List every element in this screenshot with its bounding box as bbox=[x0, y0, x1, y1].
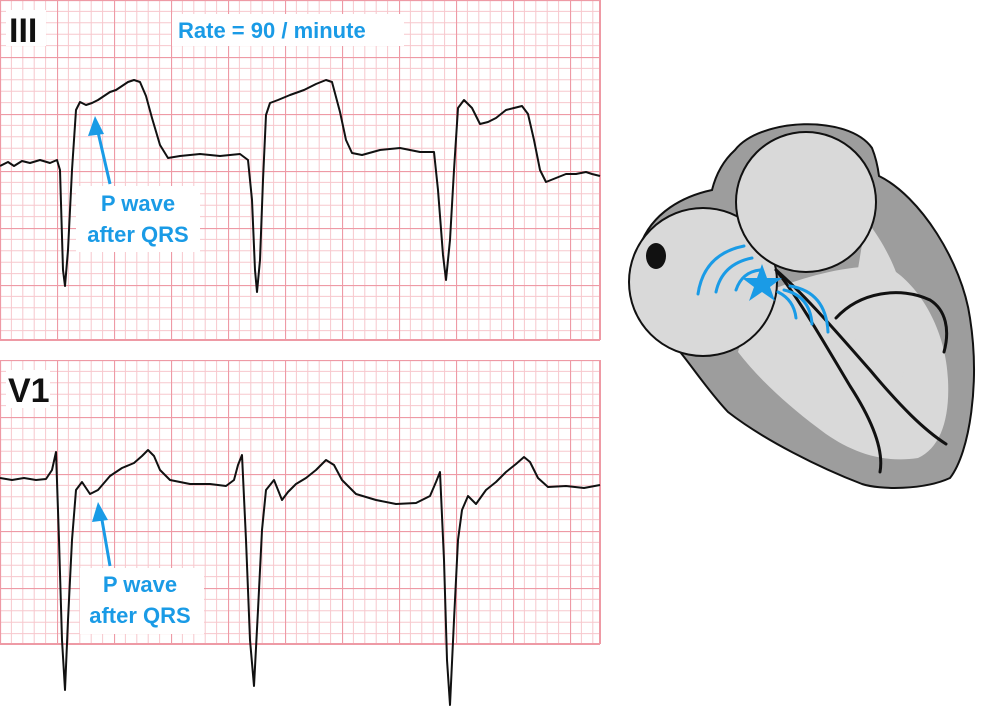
heart-atrium-round bbox=[628, 207, 778, 357]
heart-atrium-upper bbox=[735, 131, 877, 273]
ecg-trace-lead-iii bbox=[0, 79, 601, 293]
pacemaker-lead-icon bbox=[774, 268, 949, 474]
p-wave-annotation-line1-lead-iii: P wave bbox=[101, 191, 175, 216]
ecg-strip-lead-iii: III Rate = 90 / minute P wave after QRS bbox=[0, 0, 601, 341]
p-wave-annotation-line2-lead-iii: after QRS bbox=[87, 222, 188, 247]
ecg-trace-lead-v1 bbox=[0, 449, 601, 706]
p-wave-annotation-line2-lead-v1: after QRS bbox=[89, 603, 190, 628]
heart-orifice-dot bbox=[646, 243, 666, 269]
electrical-wave-arcs bbox=[696, 244, 830, 334]
p-wave-annotation-line1-lead-v1: P wave bbox=[103, 572, 177, 597]
lead-label-iii: III bbox=[9, 12, 37, 50]
heart-rate-label: Rate = 90 / minute bbox=[178, 18, 366, 43]
star-icon bbox=[742, 264, 782, 301]
ecg-strip-lead-v1: V1 P wave after QRS bbox=[0, 360, 601, 706]
ecg-grid-lead-iii bbox=[0, 0, 600, 340]
lead-label-v1: V1 bbox=[8, 372, 50, 410]
p-wave-arrow-lead-v1 bbox=[92, 502, 112, 567]
heart-cross-section-icon bbox=[628, 123, 975, 489]
p-wave-arrow-lead-iii bbox=[88, 116, 112, 185]
heart-right-chamber bbox=[848, 220, 908, 410]
